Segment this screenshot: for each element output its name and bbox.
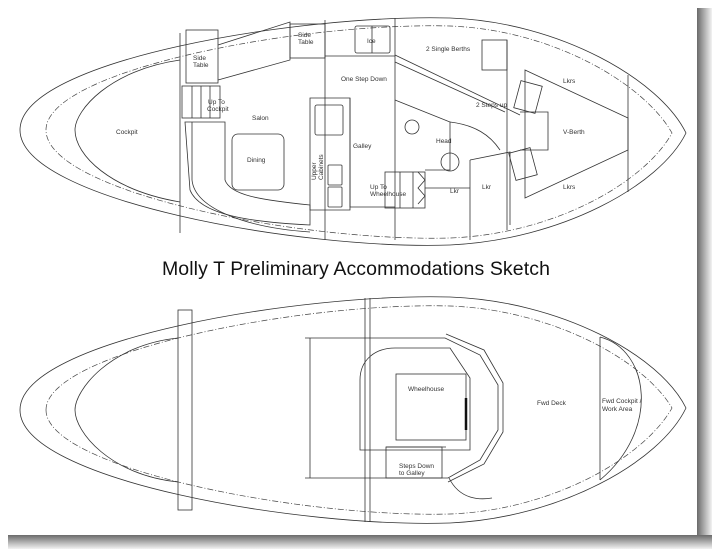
page-shadow-right [697, 8, 712, 549]
lower-hull [19, 296, 687, 524]
drawing-sheet [0, 0, 697, 535]
page-shadow-bottom [8, 535, 712, 549]
drawing-title: Molly T Preliminary Accommodations Sketc… [161, 258, 551, 280]
upper-hull [19, 17, 687, 246]
